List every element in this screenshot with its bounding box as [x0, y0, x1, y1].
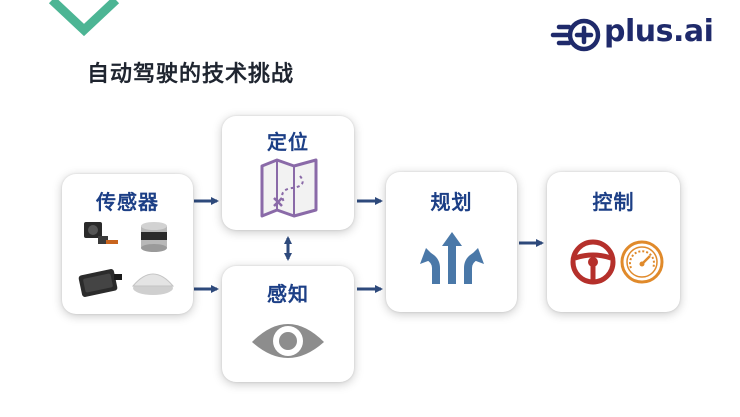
node-localization: 定位 [222, 116, 354, 230]
node-planning-label: 规划 [430, 190, 473, 214]
plus-ai-logo [550, 18, 601, 52]
speedometer-icon [620, 240, 664, 284]
treasure-map-icon [260, 158, 318, 218]
steering-wheel-icon [570, 239, 616, 285]
lidar-icon [141, 222, 167, 252]
node-perception-label: 感知 [267, 282, 309, 306]
node-sensors: 传感器 [62, 174, 193, 314]
node-control: 控制 [547, 172, 680, 312]
page-title: 自动驾驶的技术挑战 [87, 62, 295, 87]
node-control-label: 控制 [592, 190, 635, 214]
node-planning: 规划 [386, 172, 517, 312]
camera-module-icon [84, 222, 118, 244]
logo-text: plus.ai [604, 14, 714, 49]
node-sensors-label: 传感器 [96, 190, 159, 214]
route-arrows-icon [420, 232, 484, 284]
radar-unit-icon [78, 269, 122, 297]
sensors-icons [78, 222, 175, 297]
gnss-antenna-icon [131, 273, 175, 295]
chevron-decoration-icon [48, 0, 120, 37]
node-localization-label: 定位 [267, 130, 309, 154]
eye-icon [252, 324, 324, 358]
node-perception: 感知 [222, 266, 354, 382]
control-icons [570, 239, 664, 285]
